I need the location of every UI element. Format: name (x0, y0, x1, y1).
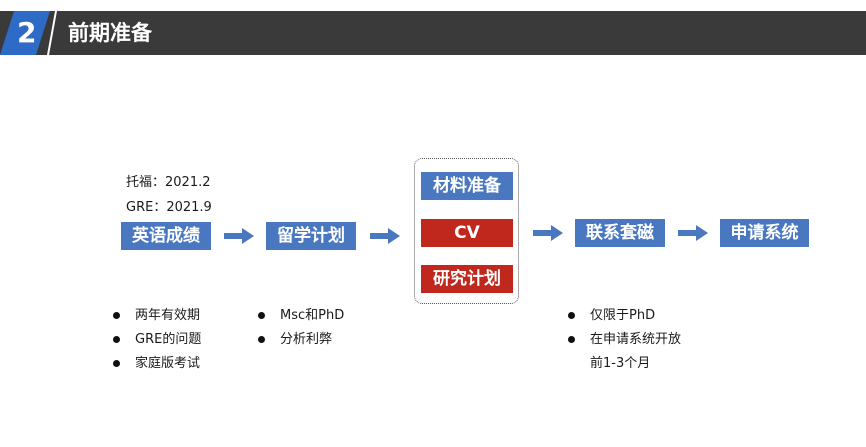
contact-bullet-continuation: 前1-3个月 (590, 356, 651, 371)
english-bullet-list: 两年有效期 GRE的问题 家庭版考试 (113, 306, 201, 378)
bullet-dot-icon (258, 312, 265, 319)
list-item: GRE的问题 (113, 330, 201, 354)
bullet-dot-icon (113, 360, 120, 367)
list-item: 家庭版考试 (113, 354, 201, 378)
toefl-date-note: 托福：2021.2 (126, 175, 211, 190)
step-english-scores: 英语成绩 (121, 222, 211, 250)
bullet-dot-icon (258, 336, 265, 343)
bullet-dot-icon (113, 336, 120, 343)
list-item: 仅限于PhD (568, 306, 681, 330)
materials-prep-box: 材料准备 (421, 172, 513, 200)
list-item: Msc和PhD (258, 306, 344, 330)
plan-bullet-list: Msc和PhD 分析利弊 (258, 306, 344, 354)
research-plan-box: 研究计划 (421, 265, 513, 293)
arrow-right-icon (224, 228, 254, 244)
bullet-dot-icon (568, 336, 575, 343)
bullet-dot-icon (568, 312, 575, 319)
step-application-system: 申请系统 (720, 219, 809, 247)
arrow-right-icon (678, 225, 708, 241)
materials-group-frame (414, 158, 519, 304)
contact-bullet-list: 仅限于PhD 在申请系统开放 (568, 306, 681, 354)
arrow-right-icon (370, 228, 400, 244)
list-item: 分析利弊 (258, 330, 344, 354)
cv-box: CV (421, 219, 513, 247)
list-item: 两年有效期 (113, 306, 201, 330)
header-divider (47, 11, 57, 55)
section-number: 2 (17, 16, 37, 49)
step-contact-supervisors: 联系套磁 (575, 219, 665, 247)
step-study-plan: 留学计划 (266, 222, 356, 250)
header-bar (0, 11, 866, 55)
page-title: 前期准备 (68, 21, 152, 45)
list-item: 在申请系统开放 (568, 330, 681, 354)
arrow-right-icon (533, 225, 563, 241)
gre-date-note: GRE：2021.9 (126, 200, 212, 215)
bullet-dot-icon (113, 312, 120, 319)
